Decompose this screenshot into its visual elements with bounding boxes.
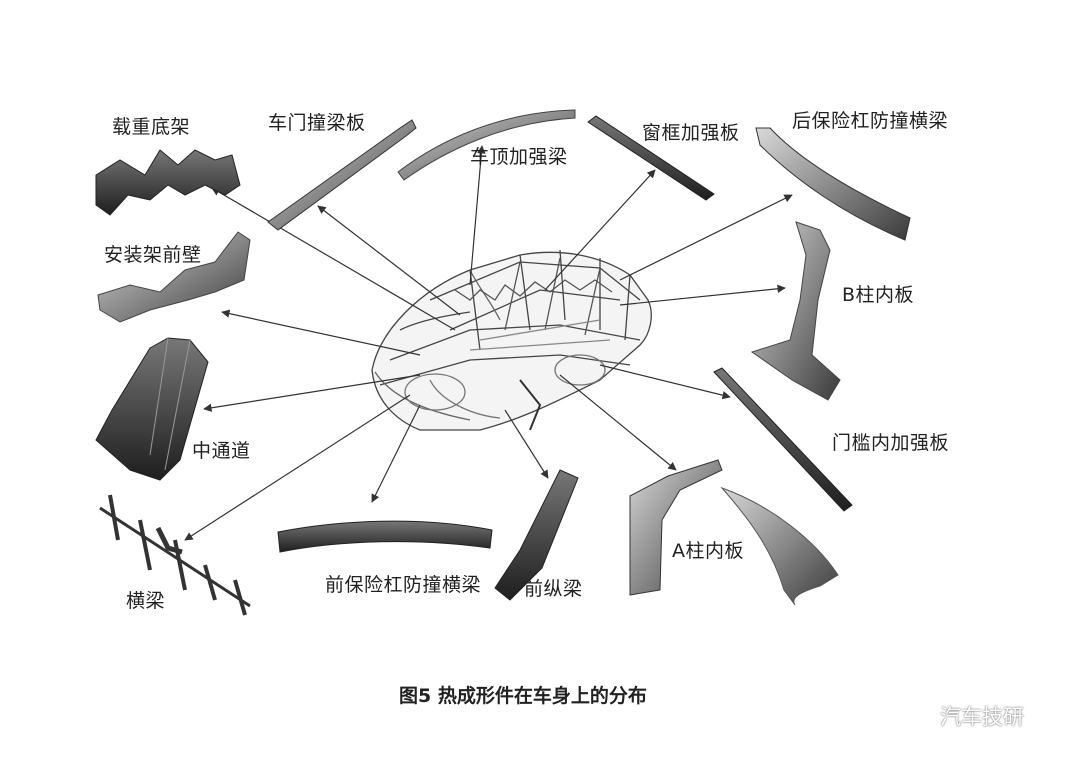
label-roof-reinforcement-beam: 车顶加强梁 (470, 146, 568, 168)
label-cross-member: 横梁 (126, 590, 166, 612)
arrow-rear-bumper (619, 194, 793, 281)
part-front-bumper-beam (277, 520, 493, 553)
car-body-in-white (371, 249, 652, 431)
part-door-impact-beam (267, 119, 417, 231)
label-sill-inner-reinforcement: 门槛内加强板 (832, 432, 950, 454)
part-b-pillar-inner (750, 221, 841, 401)
arrow-door-impact-beam (317, 205, 461, 316)
part-center-tunnel (95, 337, 209, 481)
part-rear-bumper-beam (755, 127, 911, 241)
label-door-impact-beam: 车门撞梁板 (268, 112, 366, 134)
arrow-front-wall-mount (221, 309, 421, 356)
label-front-bumper-beam: 前保险杠防撞横梁 (325, 574, 482, 596)
arrow-cross-member (184, 394, 411, 541)
part-cross-member (99, 494, 251, 616)
arrow-window-frame (544, 169, 656, 291)
part-front-longitudinal-beam (494, 469, 579, 601)
watermark: 汽车技研 (900, 700, 1024, 732)
wechat-icon (901, 704, 933, 727)
part-window-frame-reinforcement (587, 115, 715, 201)
label-front-longitudinal-beam: 前纵梁 (524, 578, 583, 600)
arrow-a-pillar (559, 374, 677, 471)
arrow-center-tunnel (203, 374, 421, 412)
arrow-heavy-load-underframe (211, 187, 456, 331)
arrow-front-bumper (371, 404, 421, 503)
arrow-sill (599, 364, 731, 400)
part-sill-inner-reinforcement (713, 367, 853, 512)
label-heavy-load-underframe: 载重底架 (112, 116, 191, 138)
label-b-pillar-inner: B柱内板 (842, 284, 915, 306)
pointer-arrows (184, 145, 793, 541)
part-side-panel (720, 486, 839, 606)
part-a-pillar-inner (629, 459, 723, 596)
part-heavy-load-underframe (95, 149, 241, 216)
label-front-wall-mount: 安装架前壁 (104, 244, 202, 266)
watermark-text: 汽车技研 (940, 705, 1024, 729)
label-window-frame-reinforcement: 窗框加强板 (642, 122, 740, 144)
arrow-front-longitudinal (504, 409, 549, 479)
part-front-wall-mount (97, 231, 251, 323)
label-center-tunnel: 中通道 (192, 440, 251, 462)
arrow-roof-reinforcement (469, 145, 486, 286)
label-a-pillar-inner: A柱内板 (672, 540, 744, 562)
figure-caption: 图5 热成形件在车身上的分布 (399, 685, 647, 707)
label-rear-bumper-beam: 后保险杠防撞横梁 (792, 110, 949, 132)
arrow-b-pillar (619, 284, 786, 306)
part-roof-reinforcement-beam (397, 109, 576, 181)
